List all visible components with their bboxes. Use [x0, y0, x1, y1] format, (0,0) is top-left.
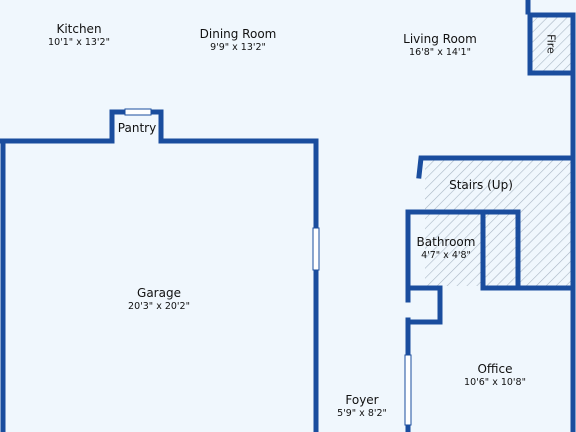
- pantry-wall: [109, 109, 128, 144]
- closet-wall: [409, 285, 443, 325]
- stairs-hatch: [425, 158, 572, 286]
- window: [124, 108, 152, 116]
- room-name: Office: [477, 362, 513, 376]
- room-label-living: Living Room 16'8" x 14'1": [403, 32, 477, 59]
- room-dimensions: 5'9" x 8'2": [337, 408, 387, 419]
- fireplace-wall: [527, 12, 576, 76]
- room-label-stairs: Stairs (Up): [449, 178, 513, 193]
- pantry-wall: [148, 109, 164, 144]
- room-dimensions: 10'1" x 13'2": [48, 37, 110, 48]
- room-label-office: Office 10'6" x 10'8": [464, 362, 526, 389]
- window: [312, 227, 320, 271]
- bathroom-wall: [405, 209, 521, 291]
- fireplace-hatch: [531, 17, 571, 73]
- room-label-kitchen: Kitchen 10'1" x 13'2": [48, 22, 110, 49]
- room-dimensions: 20'3" x 20'2": [128, 301, 190, 312]
- room-label-garage: Garage 20'3" x 20'2": [128, 286, 190, 313]
- room-label-bathroom: Bathroom 4'7" x 4'8": [417, 235, 476, 262]
- stairs-wall: [416, 155, 576, 179]
- bathroom-wall: [480, 209, 521, 291]
- window: [404, 354, 412, 426]
- room-name: Garage: [137, 286, 181, 300]
- room-dimensions: 9'9" x 13'2": [210, 42, 266, 53]
- room-dimensions: 4'7" x 4'8": [421, 250, 471, 261]
- room-label-foyer: Foyer 5'9" x 8'2": [337, 393, 387, 420]
- room-name: Bathroom: [416, 235, 476, 249]
- room-name: Pantry: [117, 121, 157, 135]
- fireplace-label: Fire: [544, 34, 558, 54]
- room-name: Dining Room: [199, 27, 277, 41]
- room-name: Kitchen: [56, 22, 102, 36]
- room-label-pantry: Pantry: [118, 121, 156, 136]
- room-label-dining: Dining Room 9'9" x 13'2": [200, 27, 277, 54]
- room-name: Stairs (Up): [449, 178, 513, 192]
- room-dimensions: 10'6" x 10'8": [464, 377, 526, 388]
- room-name: Living Room: [403, 32, 477, 46]
- room-name: Foyer: [345, 393, 379, 407]
- room-dimensions: 16'8" x 14'1": [409, 47, 471, 58]
